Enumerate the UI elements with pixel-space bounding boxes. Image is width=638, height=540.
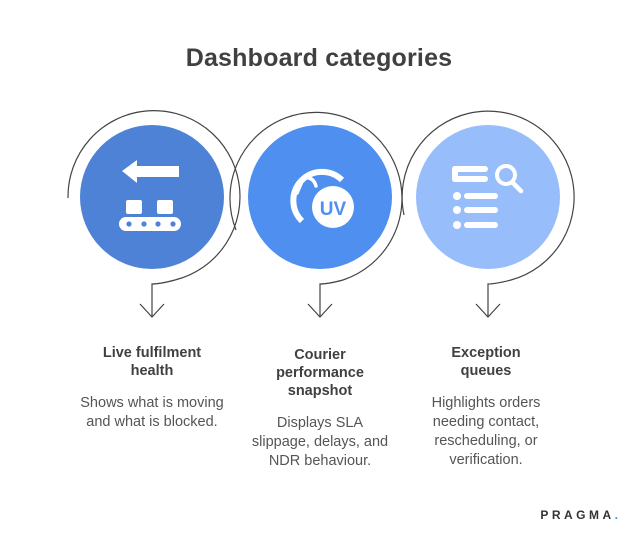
category-description: Displays SLA slippage, delays, and NDR b…	[235, 414, 405, 471]
title-line: Exception	[451, 345, 521, 361]
desc-line: needing contact,	[432, 414, 540, 430]
conveyor-return-icon	[119, 160, 181, 231]
desc-line: Highlights orders	[431, 395, 541, 411]
flow-outline-3	[401, 110, 575, 318]
brand-logo: PRAGMA.	[540, 508, 618, 522]
title-line: queues	[460, 363, 512, 379]
title-line: snapshot	[287, 383, 353, 399]
title-line: Courier	[294, 347, 346, 363]
brand-dot: .	[614, 508, 618, 522]
desc-line: Displays SLA	[276, 415, 364, 431]
category-title: Courier performance snapshot	[235, 346, 405, 400]
gauge-uv-icon: UV	[290, 168, 357, 231]
category-title: Live fulfilment health	[67, 344, 237, 380]
category-circle-1	[80, 125, 224, 269]
desc-line: verification.	[449, 452, 523, 468]
flow-outline-1	[67, 110, 241, 318]
category-card-1: Live fulfilment health Shows what is mov…	[67, 344, 237, 432]
desc-line: slippage, delays, and	[251, 434, 389, 450]
desc-line: rescheduling, or	[434, 433, 538, 449]
desc-line: NDR behaviour.	[268, 453, 372, 469]
svg-text:UV: UV	[320, 199, 347, 220]
desc-line: and what is blocked.	[86, 414, 218, 430]
brand-name: PRAGMA	[540, 508, 615, 522]
category-card-3: Exception queues Highlights orders needi…	[401, 344, 571, 470]
desc-line: Shows what is moving	[80, 395, 224, 411]
title-line: Live fulfilment	[102, 345, 202, 361]
page-title: Dashboard categories	[185, 44, 453, 72]
category-description: Highlights orders needing contact, resch…	[401, 394, 571, 470]
category-card-2: Courier performance snapshot Displays SL…	[235, 346, 405, 471]
list-search-icon	[452, 164, 524, 229]
title-line: health	[130, 363, 174, 379]
flow-outline-2	[229, 111, 403, 318]
category-title: Exception queues	[401, 344, 571, 380]
category-description: Shows what is moving and what is blocked…	[67, 394, 237, 432]
title-line: performance	[276, 365, 364, 381]
